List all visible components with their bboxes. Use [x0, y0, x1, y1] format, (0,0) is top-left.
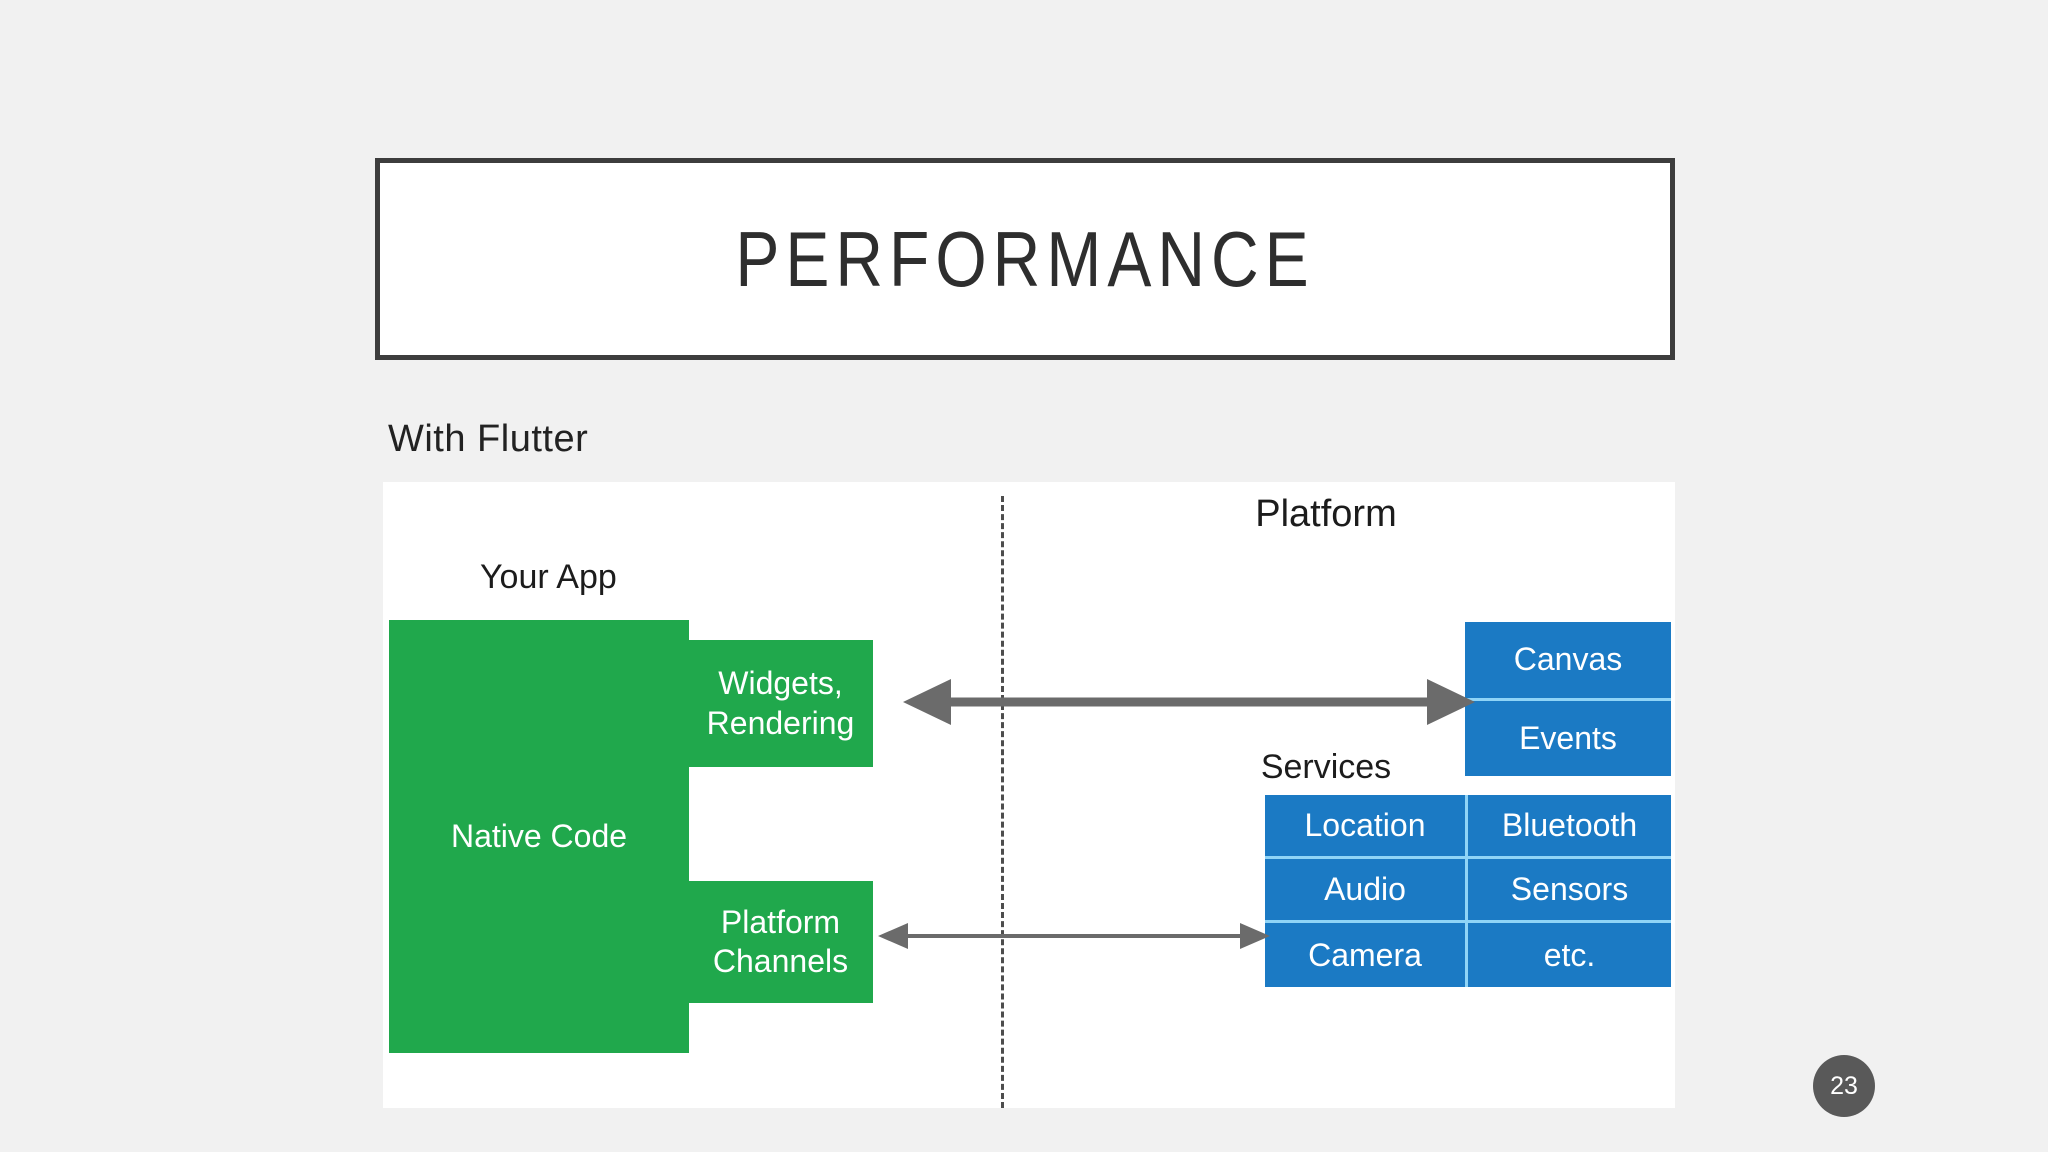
page-title: PERFORMANCE: [735, 215, 1315, 303]
box-platform-channels-line2: Channels: [712, 943, 849, 979]
label-your-app: Your App: [480, 558, 617, 596]
label-platform: Platform: [1255, 493, 1397, 535]
box-native-code-label: Native Code: [450, 817, 628, 854]
cell-location: Location: [1265, 795, 1468, 859]
architecture-diagram: Your App Platform Services Native Code W…: [383, 482, 1675, 1108]
platform-canvas-events-stack: Canvas Events: [1465, 622, 1671, 776]
box-platform-channels: Platform Channels: [688, 881, 873, 1003]
box-widgets-rendering-line2: Rendering: [706, 704, 855, 741]
widgets-canvas-arrow: [903, 679, 1475, 725]
label-services: Services: [1260, 748, 1392, 786]
app-platform-divider: [1001, 496, 1004, 1108]
page-number-badge: 23: [1813, 1055, 1875, 1117]
box-widgets-rendering: Widgets, Rendering: [688, 640, 873, 767]
box-widgets-rendering-line1: Widgets,: [718, 665, 843, 702]
cell-canvas: Canvas: [1513, 641, 1623, 678]
slide-subtitle: With Flutter: [388, 418, 589, 460]
slide-title-box: PERFORMANCE: [375, 158, 1675, 360]
cell-audio: Audio: [1265, 859, 1468, 923]
platform-channels-services-arrow: [878, 923, 1270, 949]
cell-camera: Camera: [1265, 923, 1468, 987]
cell-bluetooth: Bluetooth: [1468, 795, 1671, 859]
box-widgets-rendering-label: Widgets, Rendering: [707, 664, 855, 742]
box-platform-channels-label: Platform Channels: [713, 903, 848, 981]
cell-events: Events: [1465, 697, 1671, 777]
services-table: Location Bluetooth Audio Sensors Camera …: [1265, 795, 1671, 987]
cell-etc: etc.: [1543, 936, 1596, 973]
box-native-code: Native Code: [389, 620, 689, 1053]
cell-sensors: Sensors: [1468, 859, 1671, 923]
box-platform-channels-line1: Platform: [720, 903, 841, 940]
